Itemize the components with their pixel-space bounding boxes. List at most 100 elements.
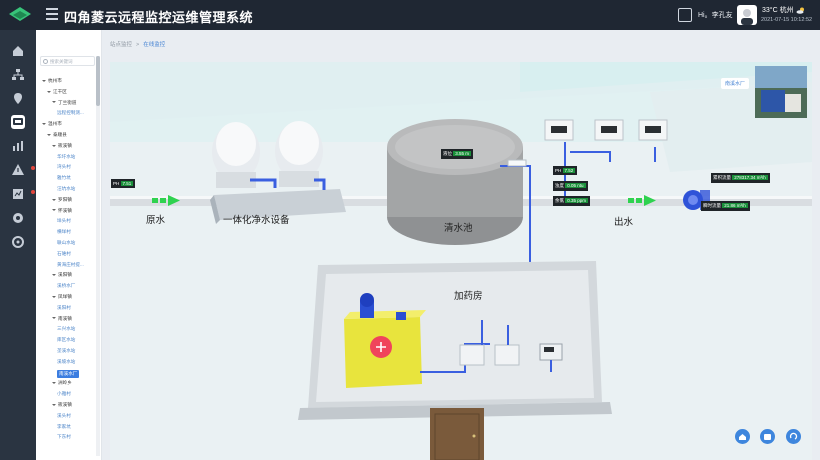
datetime: 2021-07-15 10:12:52 [761,17,813,23]
tree-leaf-item[interactable]: 库区水站 [57,337,76,343]
tree-group-item[interactable]: 江干区 [47,89,67,95]
readout-turbidity[interactable]: 浊度 0.05 ntu [553,181,588,191]
tree-leaf-item[interactable]: 黄海庄村提... [57,261,84,267]
chevron-down-icon[interactable] [52,403,56,406]
chevron-down-icon[interactable] [52,198,56,201]
tree-leaf-item[interactable]: 汪坑水站 [57,186,76,191]
tree-group-item[interactable]: 怀溪镇 [52,208,72,214]
home-view-icon [739,434,746,440]
chevron-down-icon[interactable] [52,295,56,298]
chevron-down-icon[interactable] [52,101,56,104]
sidebar [0,30,36,460]
tree-group-item[interactable]: 丁兰街道 [52,100,76,106]
system-gear-icon[interactable] [11,235,25,249]
tree-group-item[interactable]: 南溪镇 [52,316,72,322]
tree-leaf-item[interactable]: 华圩水站 [57,153,76,159]
readout-ph-out[interactable]: PH 7.52 [553,166,578,175]
tree-leaf-item[interactable]: 远程控制测... [57,110,84,116]
tree-leaf-item[interactable]: 石碓村 [57,250,71,256]
tree-leaf-item[interactable]: 联山水站 [57,240,76,245]
label-clear-pool: 清水池 [444,223,473,234]
avatar[interactable] [737,5,757,25]
station-tag: 南溪水厂 [721,78,750,89]
readout-ph-in[interactable]: PH 7.51 [111,179,136,188]
tree-group-item[interactable]: 泰顺县 [47,132,67,138]
screenshot-button[interactable] [760,429,775,444]
tree-leaf-item[interactable]: 雅竹坑 [57,175,71,181]
station-photo[interactable] [755,66,807,118]
user-greeting[interactable]: Hi。李孔友 [698,12,733,19]
tree-leaf-item[interactable]: 垄溪水站 [57,348,76,353]
tree-leaf-item[interactable]: 横垟村 [57,229,71,235]
breadcrumb-root[interactable]: 站点监控 [110,42,133,48]
readout-instant-flow[interactable]: 瞬时流量 21.86 m³/h [701,201,750,211]
location-icon[interactable] [11,92,25,106]
tree-leaf-item[interactable]: 三兴水站 [57,326,76,332]
report-icon[interactable] [11,187,25,201]
monitor-icon[interactable] [11,115,25,129]
tree-leaf-item[interactable]: 溪桥水厂 [57,283,76,289]
search-icon [43,59,48,64]
camera-icon [764,434,771,440]
chevron-down-icon[interactable] [52,382,56,385]
flow-arrows-left [152,195,180,206]
chevron-down-icon[interactable] [42,79,46,82]
fullscreen-icon[interactable] [678,8,692,22]
tree-group-item[interactable]: 溪阳镇 [52,272,72,278]
breadcrumb: 站点监控>在线监控 [110,42,166,48]
readout-chlorine[interactable]: 余氯 0.35 ppm [553,196,591,206]
chevron-down-icon[interactable] [52,144,56,147]
view-reset-button[interactable] [735,429,750,444]
weather-temp: 33°C 杭州 [762,5,805,15]
cloud-sun-icon [796,7,804,14]
chevron-down-icon[interactable] [52,317,56,320]
tree-group-item[interactable]: 洲岭乡 [52,380,72,386]
tree-leaf-item[interactable]: 溪坡水站 [57,358,76,364]
org-tree-icon[interactable] [11,68,25,82]
top-bar: 四角菱云远程监控运维管理系统 Hi。李孔友 33°C 杭州 2021-07-15… [0,0,820,30]
tree-group-item[interactable]: 筱溪镇 [52,143,72,149]
analyzer-boxes [544,119,668,141]
tree-scrollbar[interactable] [96,56,100,456]
chevron-down-icon[interactable] [52,274,56,277]
tree-leaf-item[interactable]: 南溪水厂 [57,369,80,378]
app-title: 四角菱云远程监控运维管理系统 [64,10,254,25]
tree-group-item[interactable]: 筱溪镇 [52,402,72,408]
tree-leaf-item[interactable]: 下东村 [57,434,71,440]
tree-leaf-item[interactable]: 小雅村 [57,391,71,397]
tree-group-item[interactable]: 杭州市 [42,78,62,84]
rotate-button[interactable] [786,429,801,444]
report-badge [31,190,35,194]
flow-arrows-right [628,195,656,206]
station-tree-panel: 搜索关键词 杭州市江干区丁兰街道远程控制测...温州市泰顺县筱溪镇华圩水站湾头村… [36,30,102,460]
home-icon[interactable] [11,44,25,58]
tree-group-item[interactable]: 凤垟镇 [52,294,72,300]
rotate-icon [789,432,798,440]
monitoring-scene: 南溪水厂 原水 一体化净水设备 清水池 出水 加药房 PH 7.51 液位 3.… [110,62,812,460]
readout-level[interactable]: 液位 3.55 m [441,149,474,159]
tree-leaf-item[interactable]: 李家坑 [57,423,71,429]
breadcrumb-current: 在线监控 [143,42,166,48]
tree-group-item[interactable]: 罗阳镇 [52,197,72,203]
tree-group-item[interactable]: 温州市 [42,121,62,127]
label-raw-water: 原水 [146,215,166,226]
chevron-down-icon[interactable] [47,133,51,136]
chevron-down-icon[interactable] [42,122,46,125]
readout-cumulative-flow[interactable]: 累积流量 278317.34 m³/h [711,173,770,183]
chevron-down-icon[interactable] [52,209,56,212]
chevron-down-icon[interactable] [47,90,51,93]
tree-leaf-item[interactable]: 溪阳村 [57,304,71,310]
app-logo [9,7,31,21]
label-outlet: 出水 [614,217,634,228]
settings-icon[interactable] [11,211,25,225]
tree-leaf-item[interactable]: 垟头村 [57,218,71,224]
scene-canvas [110,62,812,460]
alarm-icon[interactable] [11,163,25,177]
menu-toggle-icon[interactable] [46,8,58,20]
chart-icon[interactable] [11,139,25,153]
tree-leaf-item[interactable]: 溪头村 [57,412,71,418]
tree-search-input[interactable]: 搜索关键词 [40,56,95,66]
label-purifier: 一体化净水设备 [223,215,290,226]
tree-leaf-item[interactable]: 湾头村 [57,164,71,170]
alarm-badge [31,166,35,170]
